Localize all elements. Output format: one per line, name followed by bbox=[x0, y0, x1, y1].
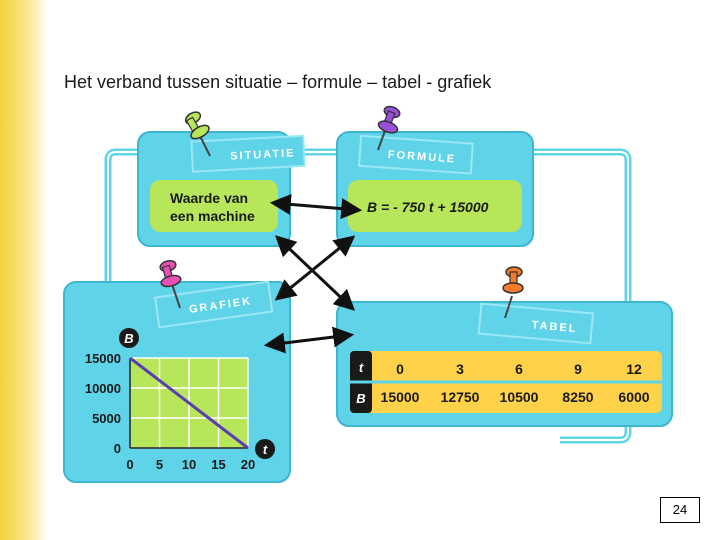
tabel-panel: TABEL t B 0 3 6 9 12 15000 12750 10500 8250 6000 bbox=[336, 301, 673, 427]
x-tick-label: 15 bbox=[211, 457, 225, 472]
x-tick-label: 5 bbox=[156, 457, 163, 472]
table-cell: 6 bbox=[515, 361, 523, 377]
table-cell: 10500 bbox=[500, 389, 539, 405]
x-axis-symbol-badge: t bbox=[255, 439, 275, 459]
arrow-situatie-tabel bbox=[274, 235, 356, 311]
table-cell: 12750 bbox=[441, 389, 480, 405]
table-cell: 9 bbox=[574, 361, 582, 377]
table-cell: 0 bbox=[396, 361, 404, 377]
table-cell: 3 bbox=[456, 361, 464, 377]
situatie-panel: SITUATIE Waarde van een machine bbox=[137, 131, 306, 247]
table-cell: 8250 bbox=[562, 389, 593, 405]
slide-title: Het verband tussen situatie – formule – … bbox=[64, 72, 492, 92]
x-tick-label: 10 bbox=[182, 457, 196, 472]
formule-text: B = - 750 t + 15000 bbox=[367, 199, 489, 215]
y-tick-label: 0 bbox=[114, 441, 121, 456]
table-cell: 6000 bbox=[618, 389, 649, 405]
arrow-situatie-formule bbox=[269, 193, 363, 220]
pushpin-green-icon bbox=[184, 111, 211, 157]
situatie-tag: SITUATIE bbox=[230, 147, 296, 162]
table-cells: 0 3 6 9 12 15000 12750 10500 8250 6000 bbox=[381, 361, 650, 405]
pushpin-purple-icon bbox=[377, 105, 401, 151]
y-axis-symbol-badge: B bbox=[119, 328, 139, 348]
series-line bbox=[129, 356, 249, 450]
connecting-frame-inner bbox=[107, 151, 629, 441]
table-cell: 12 bbox=[626, 361, 642, 377]
situatie-text-line2: een machine bbox=[170, 208, 255, 224]
situatie-text-line1: Waarde van bbox=[170, 190, 248, 206]
tabel-tag: TABEL bbox=[531, 319, 578, 335]
x-tick-label: 20 bbox=[241, 457, 255, 472]
x-axis-symbol: t bbox=[263, 442, 268, 457]
y-tick-label: 5000 bbox=[92, 411, 121, 426]
pushpin-orange-icon bbox=[502, 266, 524, 319]
y-axis-symbol: B bbox=[124, 331, 133, 346]
x-tick-label: 0 bbox=[126, 457, 133, 472]
x-tick-labels: 0 5 10 15 20 bbox=[126, 457, 255, 472]
page-number: 24 bbox=[660, 497, 700, 523]
formule-panel: FORMULE B = - 750 t + 15000 bbox=[336, 131, 534, 247]
table-row-b-header: B bbox=[356, 391, 365, 406]
y-tick-label: 10000 bbox=[85, 381, 121, 396]
left-decorative-stripe bbox=[0, 0, 48, 540]
y-tick-labels: 0 5000 10000 15000 bbox=[85, 351, 121, 456]
y-tick-label: 15000 bbox=[85, 351, 121, 366]
table-cell: 15000 bbox=[381, 389, 420, 405]
table-row-t-header: t bbox=[359, 360, 364, 375]
formule-tag: FORMULE bbox=[387, 149, 456, 166]
pushpin-pink-icon bbox=[159, 259, 182, 309]
arrow-grafiek-tabel bbox=[263, 326, 355, 354]
